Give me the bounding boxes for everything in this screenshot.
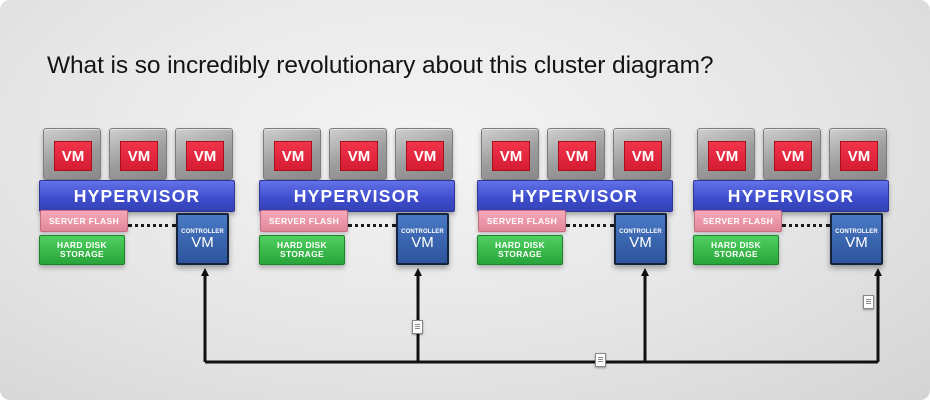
flash-controller-link — [348, 224, 396, 227]
controller-vm-caption: CONTROLLER — [181, 228, 224, 235]
flash-controller-link — [566, 224, 614, 227]
data-packet-icon — [412, 320, 423, 334]
controller-vm-caption: CONTROLLER — [401, 228, 444, 235]
hypervisor-layer: HYPERVISOR — [693, 180, 889, 212]
storage-label-line2: STORAGE — [280, 249, 324, 259]
vm-cube: VM — [763, 128, 821, 180]
controller-vm-label: VM — [845, 233, 868, 251]
storage-label-line1: HARD DISK — [277, 240, 327, 250]
flash-controller-link — [128, 224, 176, 227]
storage-label-line2: STORAGE — [498, 249, 542, 259]
storage-label-line2: STORAGE — [60, 249, 104, 259]
vm-label: VM — [840, 141, 878, 171]
vm-label: VM — [120, 141, 158, 171]
server-flash: SERVER FLASH — [260, 210, 348, 232]
vm-cube: VM — [175, 128, 233, 180]
controller-vm-label: VM — [191, 233, 214, 251]
vm-label: VM — [406, 141, 444, 171]
storage-label-line1: HARD DISK — [495, 240, 545, 250]
vm-cube: VM — [613, 128, 671, 180]
vm-cube: VM — [395, 128, 453, 180]
vm-label: VM — [624, 141, 662, 171]
controller-vm-caption: CONTROLLER — [619, 228, 662, 235]
controller-vm-label: VM — [629, 233, 652, 251]
server-flash: SERVER FLASH — [694, 210, 782, 232]
storage-label-line1: HARD DISK — [57, 240, 107, 250]
slide-question: What is so incredibly revolutionary abou… — [47, 52, 714, 79]
server-flash: SERVER FLASH — [478, 210, 566, 232]
vm-cube: VM — [481, 128, 539, 180]
vm-label: VM — [54, 141, 92, 171]
vm-cube: VM — [263, 128, 321, 180]
vm-label: VM — [274, 141, 312, 171]
vm-label: VM — [492, 141, 530, 171]
vm-cube: VM — [43, 128, 101, 180]
controller-vm-caption: CONTROLLER — [835, 228, 878, 235]
vm-cube: VM — [109, 128, 167, 180]
server-flash: SERVER FLASH — [40, 210, 128, 232]
hypervisor-layer: HYPERVISOR — [259, 180, 455, 212]
hypervisor-layer: HYPERVISOR — [39, 180, 235, 212]
vm-cube: VM — [547, 128, 605, 180]
controller-vm-label: VM — [411, 233, 434, 251]
vm-cube: VM — [829, 128, 887, 180]
data-packet-icon — [863, 295, 874, 309]
vm-label: VM — [558, 141, 596, 171]
storage-label-line2: STORAGE — [714, 249, 758, 259]
data-packet-icon — [595, 353, 606, 367]
vm-label: VM — [708, 141, 746, 171]
vm-label: VM — [340, 141, 378, 171]
storage-label-line1: HARD DISK — [711, 240, 761, 250]
vm-cube: VM — [329, 128, 387, 180]
vm-label: VM — [774, 141, 812, 171]
flash-controller-link — [782, 224, 830, 227]
hypervisor-layer: HYPERVISOR — [477, 180, 673, 212]
vm-label: VM — [186, 141, 224, 171]
vm-cube: VM — [697, 128, 755, 180]
